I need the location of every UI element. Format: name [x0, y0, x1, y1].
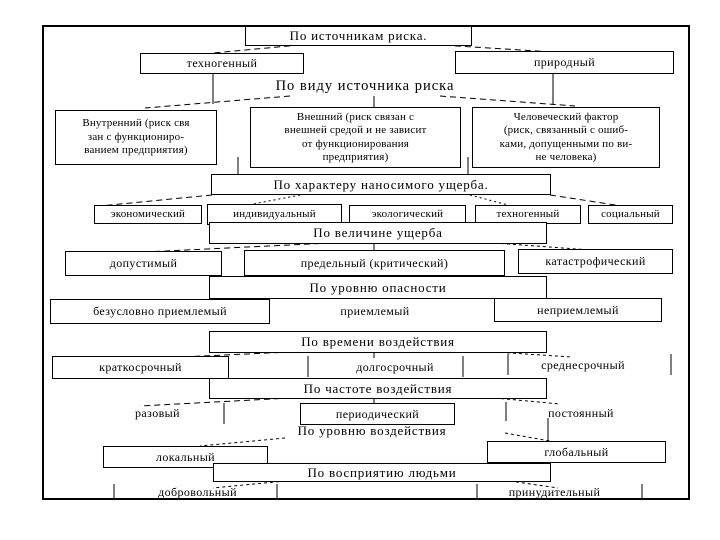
item-critical: предельный (критический) — [244, 250, 505, 276]
box-internal-risk-line: ванием предприятия) — [84, 144, 188, 157]
box-internal-risk-line: Внутренний (риск свя — [82, 117, 190, 130]
item-long-term: долгосрочный — [356, 359, 434, 374]
box-human-factor-line: ками, допущенными по ви- — [499, 137, 633, 150]
header-by-danger-level: По уровню опасности — [209, 276, 547, 299]
item-voluntary: добровольный — [158, 485, 237, 500]
item-forced: принудительный — [508, 485, 601, 500]
item-unconditionally-acceptable: безусловно приемлемый — [50, 299, 270, 324]
header-by-risk-sources: По источникам риска. — [245, 26, 472, 46]
box-human-factor-line: не человека) — [535, 151, 597, 163]
box-internal-risk-line: зан с функциониро- — [87, 130, 185, 143]
box-external-risk: Внешний (риск связан с внешней средой и … — [250, 107, 461, 168]
item-medium-term: среднесрочный — [541, 357, 625, 372]
header-by-damage-nature: По характеру наносимого ущерба. — [211, 174, 551, 195]
box-human-factor-line: Человеческий фактор — [513, 110, 619, 123]
item-short-term: краткосрочный — [52, 356, 229, 379]
box-human-factor-line: (риск, связанный с ошиб- — [503, 124, 629, 136]
header-by-damage-magnitude: По величине ущерба — [209, 222, 547, 244]
item-natural-source: природный — [455, 51, 674, 74]
item-one-time: разовый — [135, 405, 180, 420]
item-social: социальный — [588, 205, 673, 224]
item-constant: постоянный — [548, 405, 614, 420]
box-external-risk-line: от функционирования — [301, 137, 410, 150]
header-by-source-type: По виду источника риска — [275, 78, 455, 95]
header-by-human-perception: По восприятию людьми — [213, 463, 551, 482]
box-external-risk-line: Внешний (риск связан с — [296, 110, 415, 123]
item-technogenic-source: техногенный — [140, 53, 304, 74]
item-acceptable: приемлемый — [340, 303, 410, 318]
box-human-factor-risk: Человеческий фактор (риск, связанный с о… — [472, 107, 660, 168]
box-external-risk-line: предприятия) — [322, 151, 389, 163]
item-economic: экономический — [94, 205, 202, 224]
header-by-impact-level: По уровню воздействия — [297, 423, 447, 439]
item-unacceptable: неприемлемый — [494, 298, 662, 322]
item-catastrophic: катастрофический — [518, 249, 673, 274]
box-external-risk-line: внешней средой и не зависит — [284, 124, 427, 136]
header-by-impact-time: По времени воздействия — [209, 331, 547, 353]
header-by-impact-frequency: По частоте воздействия — [209, 378, 547, 399]
item-permissible: допустимый — [65, 251, 222, 276]
item-global: глобальный — [487, 441, 666, 463]
item-periodic: периодический — [300, 403, 455, 425]
box-internal-risk: Внутренний (риск свя зан с функциониро- … — [55, 110, 217, 165]
item-local: локальный — [103, 446, 268, 468]
